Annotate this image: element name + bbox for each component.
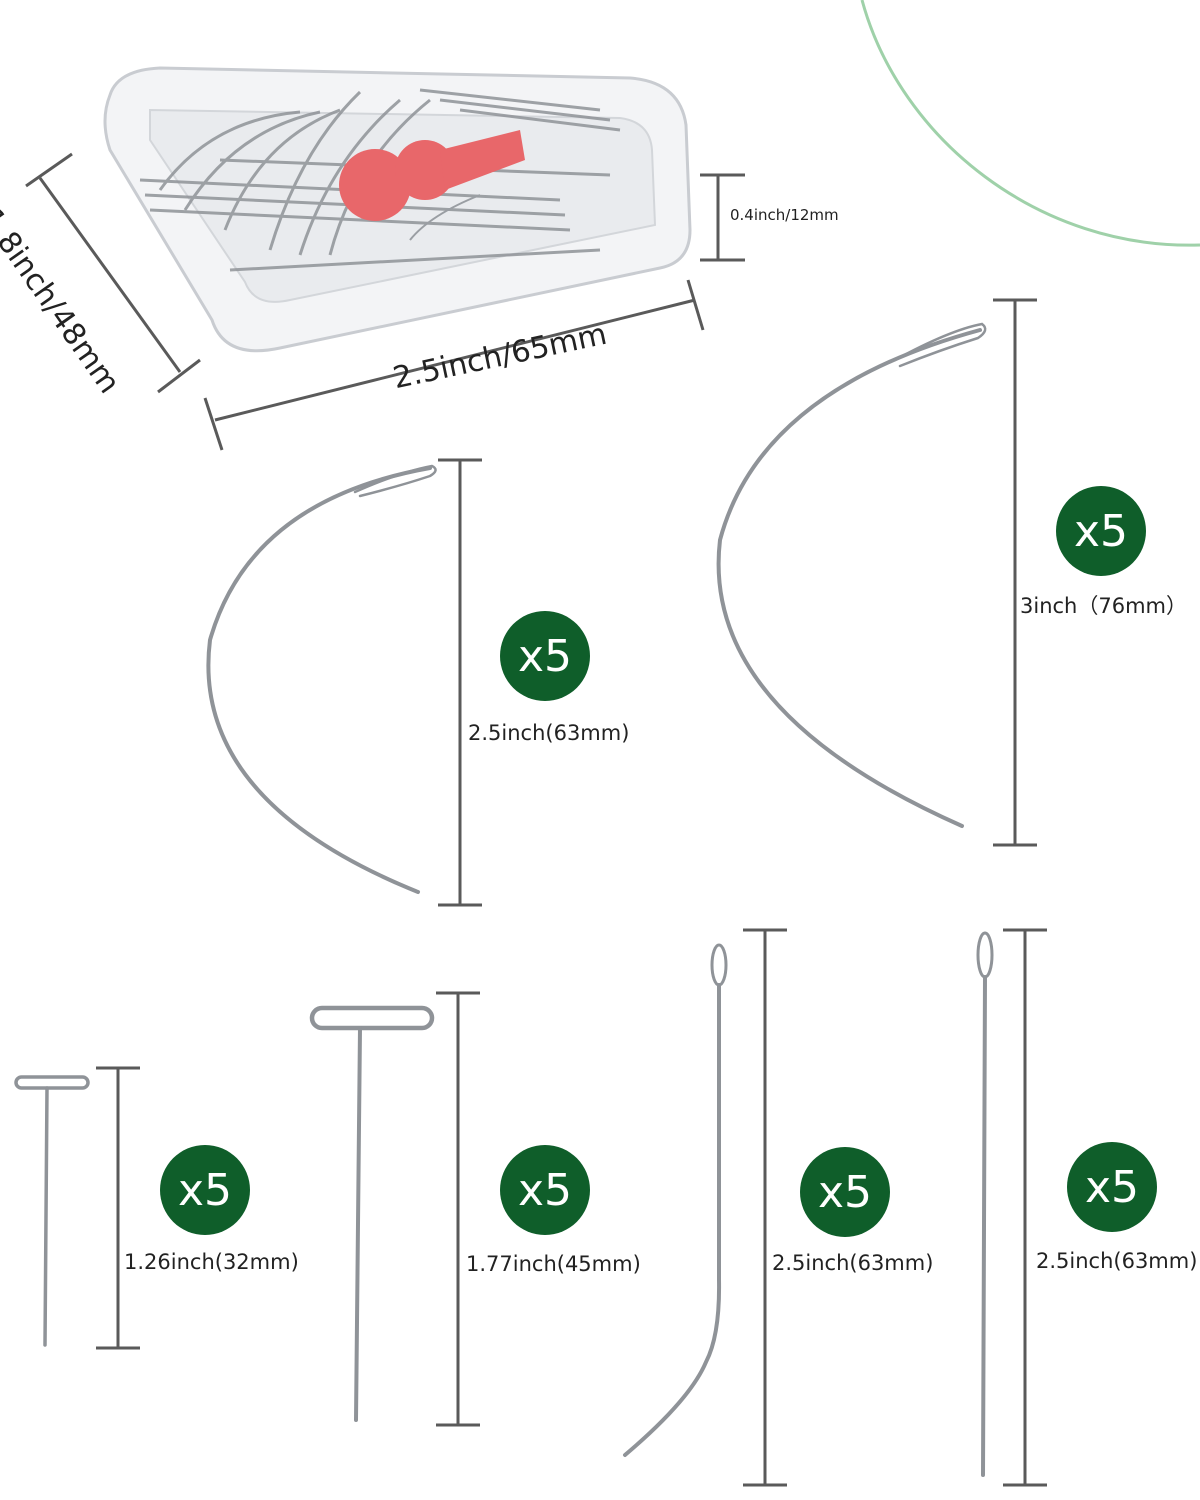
needle-box xyxy=(103,66,692,353)
straight-needle xyxy=(976,931,994,1477)
size-label-j-needle: 2.5inch(63mm) xyxy=(772,1251,934,1275)
c-needle-small xyxy=(206,464,437,894)
t-pin-small xyxy=(14,1075,90,1347)
size-label-c-needle-small: 2.5inch(63mm) xyxy=(468,721,630,745)
box-height-label: 0.4inch/12mm xyxy=(730,206,839,224)
box-dimension-lines xyxy=(25,152,745,451)
size-label-t-pin-small: 1.26inch(32mm) xyxy=(124,1250,299,1274)
count-badge-c-needle-large: x5 xyxy=(1056,486,1146,576)
t-pin-large xyxy=(309,1005,435,1422)
measure-scales xyxy=(96,298,1047,1487)
j-needle xyxy=(623,943,728,1457)
size-label-straight-needle: 2.5inch(63mm) xyxy=(1036,1249,1198,1273)
corner-arc xyxy=(860,0,1200,247)
needle-threader xyxy=(339,130,525,241)
count-badge-j-needle: x5 xyxy=(800,1147,890,1237)
size-label-t-pin-large: 1.77inch(45mm) xyxy=(466,1252,641,1276)
count-badge-straight-needle: x5 xyxy=(1067,1142,1157,1232)
count-badge-c-needle-small: x5 xyxy=(500,611,590,701)
count-badge-t-pin-small: x5 xyxy=(160,1145,250,1235)
size-label-c-needle-large: 3inch（76mm） xyxy=(1020,594,1187,618)
count-badge-t-pin-large: x5 xyxy=(500,1145,590,1235)
c-needle-large xyxy=(716,322,987,828)
